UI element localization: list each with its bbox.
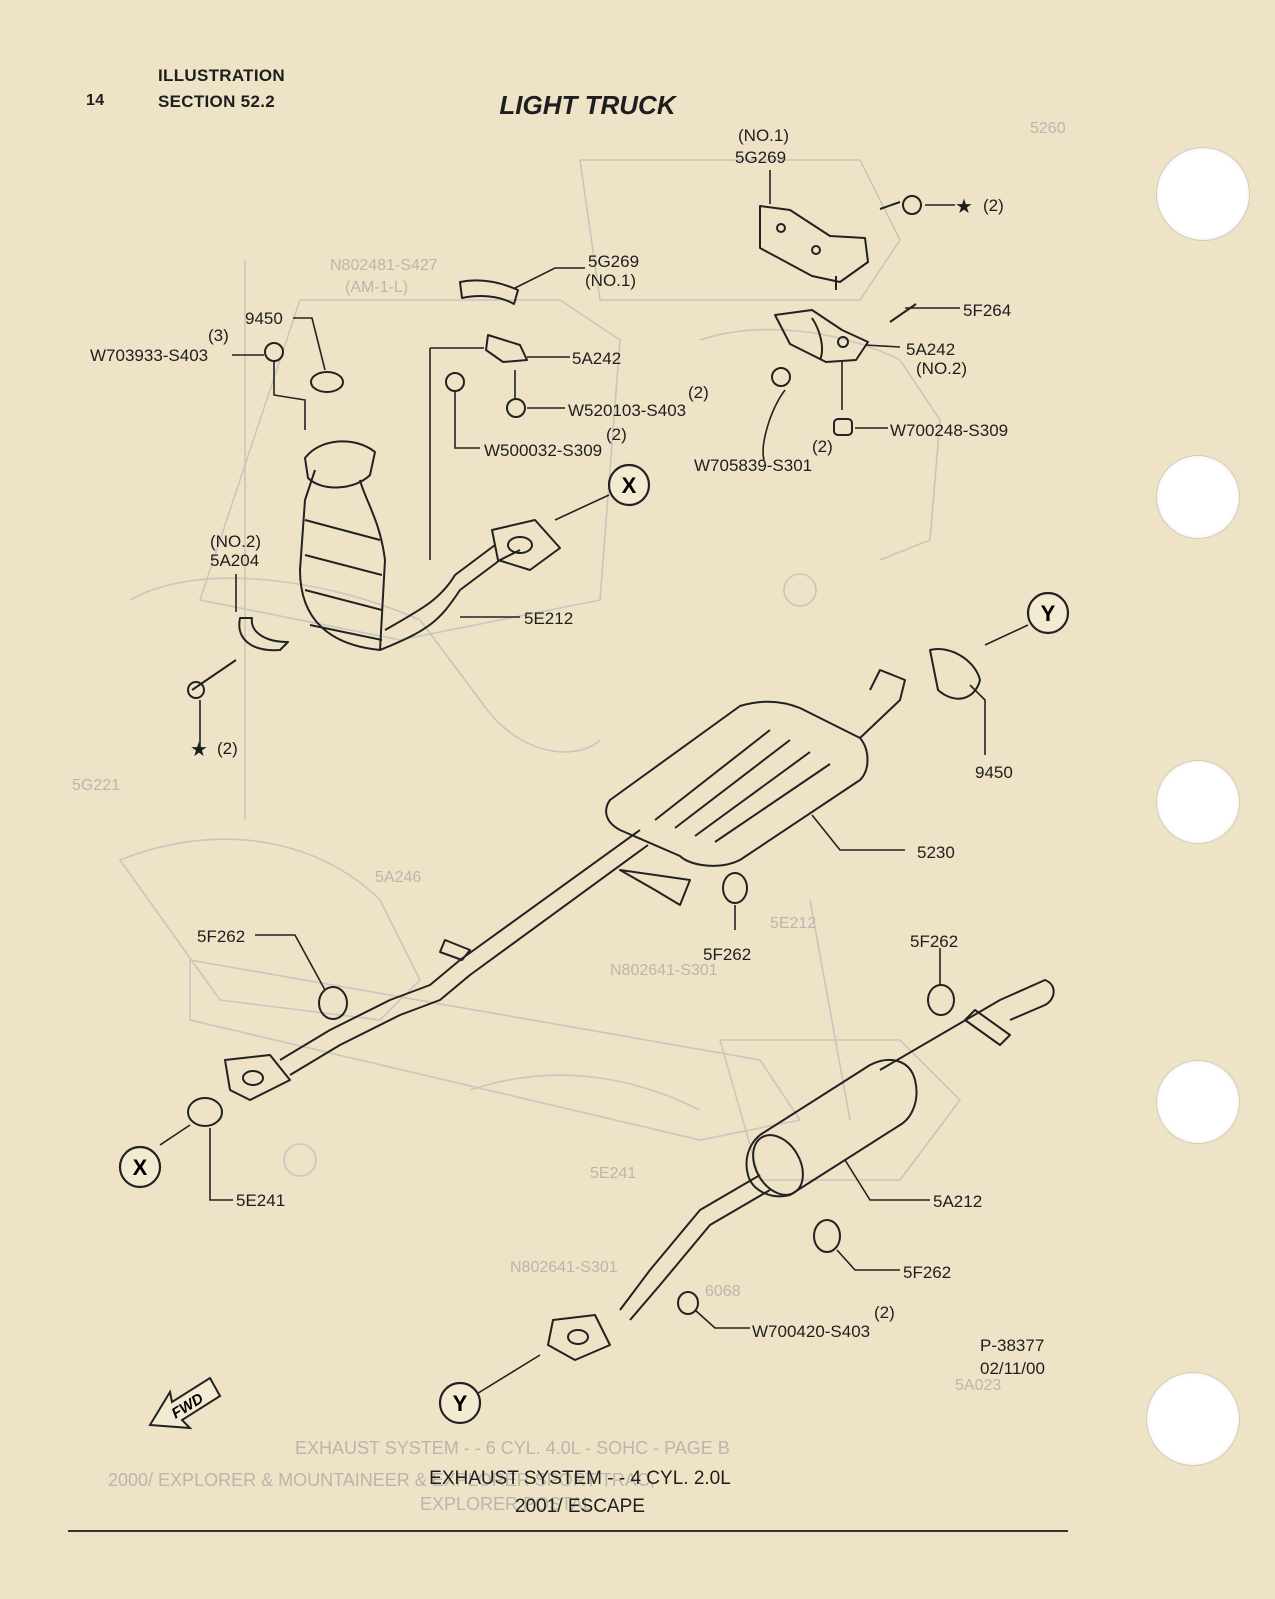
callout-label: (NO.2): [916, 359, 967, 378]
callout-label: (2): [983, 196, 1004, 215]
callout-label: W700420-S403: [752, 1322, 870, 1341]
upper-bracket-5g269: [759, 195, 922, 290]
callout-label: 9450: [975, 763, 1013, 782]
ghost-text: 5A246: [375, 869, 421, 886]
callout-label: 5F264: [963, 301, 1011, 320]
callout-label: 5G269: [588, 252, 639, 271]
callout-label: 5F262: [903, 1263, 951, 1282]
star-icon: ★: [955, 196, 973, 218]
figure-caption: EXHAUST SYSTEM - - 4 CYL. 2.0L 2001/ ESC…: [0, 1468, 1160, 1524]
callout-label: 5F262: [197, 927, 245, 946]
ghost-text: 5E212: [770, 915, 816, 932]
binder-hole: [1146, 1372, 1240, 1466]
callout-label: 5F262: [703, 945, 751, 964]
svg-text:Y: Y: [453, 1391, 468, 1416]
callout-label: 5E241: [236, 1191, 285, 1210]
callout-label: W520103-S403: [568, 401, 686, 420]
muffler-5230: [187, 648, 981, 1127]
fwd-arrow-icon: FWD: [148, 1376, 222, 1430]
callout-label: W500032-S309: [484, 441, 602, 460]
ghost-text: 5A023: [955, 1377, 1001, 1394]
caption-line: EXHAUST SYSTEM - - 4 CYL. 2.0L: [429, 1468, 731, 1489]
callout-label: 5G269: [735, 148, 786, 167]
callout-label: (NO.2): [210, 532, 261, 551]
clamp-5a204: [187, 617, 289, 699]
isolators-5f262: [318, 872, 955, 1253]
ghost-text: EXHAUST SYSTEM - - 6 CYL. 4.0L - SOHC - …: [295, 1438, 730, 1458]
callout-label: (NO.1): [738, 126, 789, 145]
callout-labels: (NO.1) 5G269 ★ (2) 5F264 5A242 (NO.2) W7…: [90, 126, 1045, 1378]
isolator-5a242-no2: [771, 303, 917, 436]
callout-label: (3): [208, 326, 229, 345]
rear-muffler-5a212: [547, 979, 1055, 1361]
callout-label: 5A212: [933, 1192, 982, 1211]
callout-label: (2): [812, 437, 833, 456]
connector-y-bottom: Y: [438, 1381, 482, 1425]
ghost-text: N802641-S301: [610, 962, 718, 979]
callout-label: 5A204: [210, 551, 259, 570]
callout-label: 5E212: [524, 609, 573, 628]
catalytic-converter: [264, 279, 561, 651]
callout-label: (2): [874, 1303, 895, 1322]
ghost-text: 6068: [705, 1283, 741, 1300]
binder-hole: [1156, 455, 1240, 539]
callout-label: (2): [688, 383, 709, 402]
callout-label: (2): [217, 739, 238, 758]
svg-text:X: X: [133, 1155, 148, 1180]
ghost-text: 5E241: [590, 1165, 636, 1182]
ghost-text: N802481-S427: [330, 257, 438, 274]
page-title: LIGHT TRUCK: [499, 90, 676, 120]
callout-label: 5A242: [572, 349, 621, 368]
connector-y-right: Y: [1026, 591, 1070, 635]
ghost-text: EXPLORER POSTAL: [420, 1494, 593, 1514]
callout-label: W703933-S403: [90, 346, 208, 365]
illustration-label: ILLUSTRATION: [158, 66, 285, 85]
callout-label: W705839-S301: [694, 456, 812, 475]
svg-text:Y: Y: [1041, 601, 1056, 626]
callout-label: 5230: [917, 843, 955, 862]
ghost-text: 5260: [1030, 120, 1066, 137]
callout-label: 5A242: [906, 340, 955, 359]
callout-label: (NO.1): [585, 271, 636, 290]
caption-line: 2001/ ESCAPE: [515, 1496, 645, 1517]
page-number: 14: [86, 92, 105, 109]
ghost-text: 2000/ EXPLORER & MOUNTAINEER & EXPLORER …: [108, 1470, 655, 1490]
footer-rule: [68, 1530, 1068, 1532]
callout-label: 5F262: [910, 932, 958, 951]
ghost-text: 5G221: [72, 777, 120, 794]
section-label: SECTION 52.2: [158, 92, 275, 111]
star-icon: ★: [190, 739, 208, 761]
ghost-text: N802641-S301: [510, 1259, 618, 1276]
ghost-text: (AM-1-L): [345, 279, 408, 296]
connector-x-bottom: X: [118, 1145, 162, 1189]
binder-hole: [1156, 147, 1250, 241]
drawing-date: 02/11/00: [980, 1359, 1045, 1378]
connector-x-top: X: [554, 463, 651, 521]
binder-hole: [1156, 1060, 1240, 1144]
bleed-through-text: 5260 N802481-S427 (AM-1-L) 5G221 5A246 5…: [72, 120, 1066, 1514]
binder-hole: [1156, 760, 1240, 844]
callout-label: W700248-S309: [890, 421, 1008, 440]
drawing-number: P-38377: [980, 1336, 1044, 1355]
svg-text:X: X: [622, 473, 637, 498]
callout-label: (2): [606, 425, 627, 444]
leader-lines: [159, 170, 1029, 1396]
callout-label: 9450: [245, 309, 283, 328]
